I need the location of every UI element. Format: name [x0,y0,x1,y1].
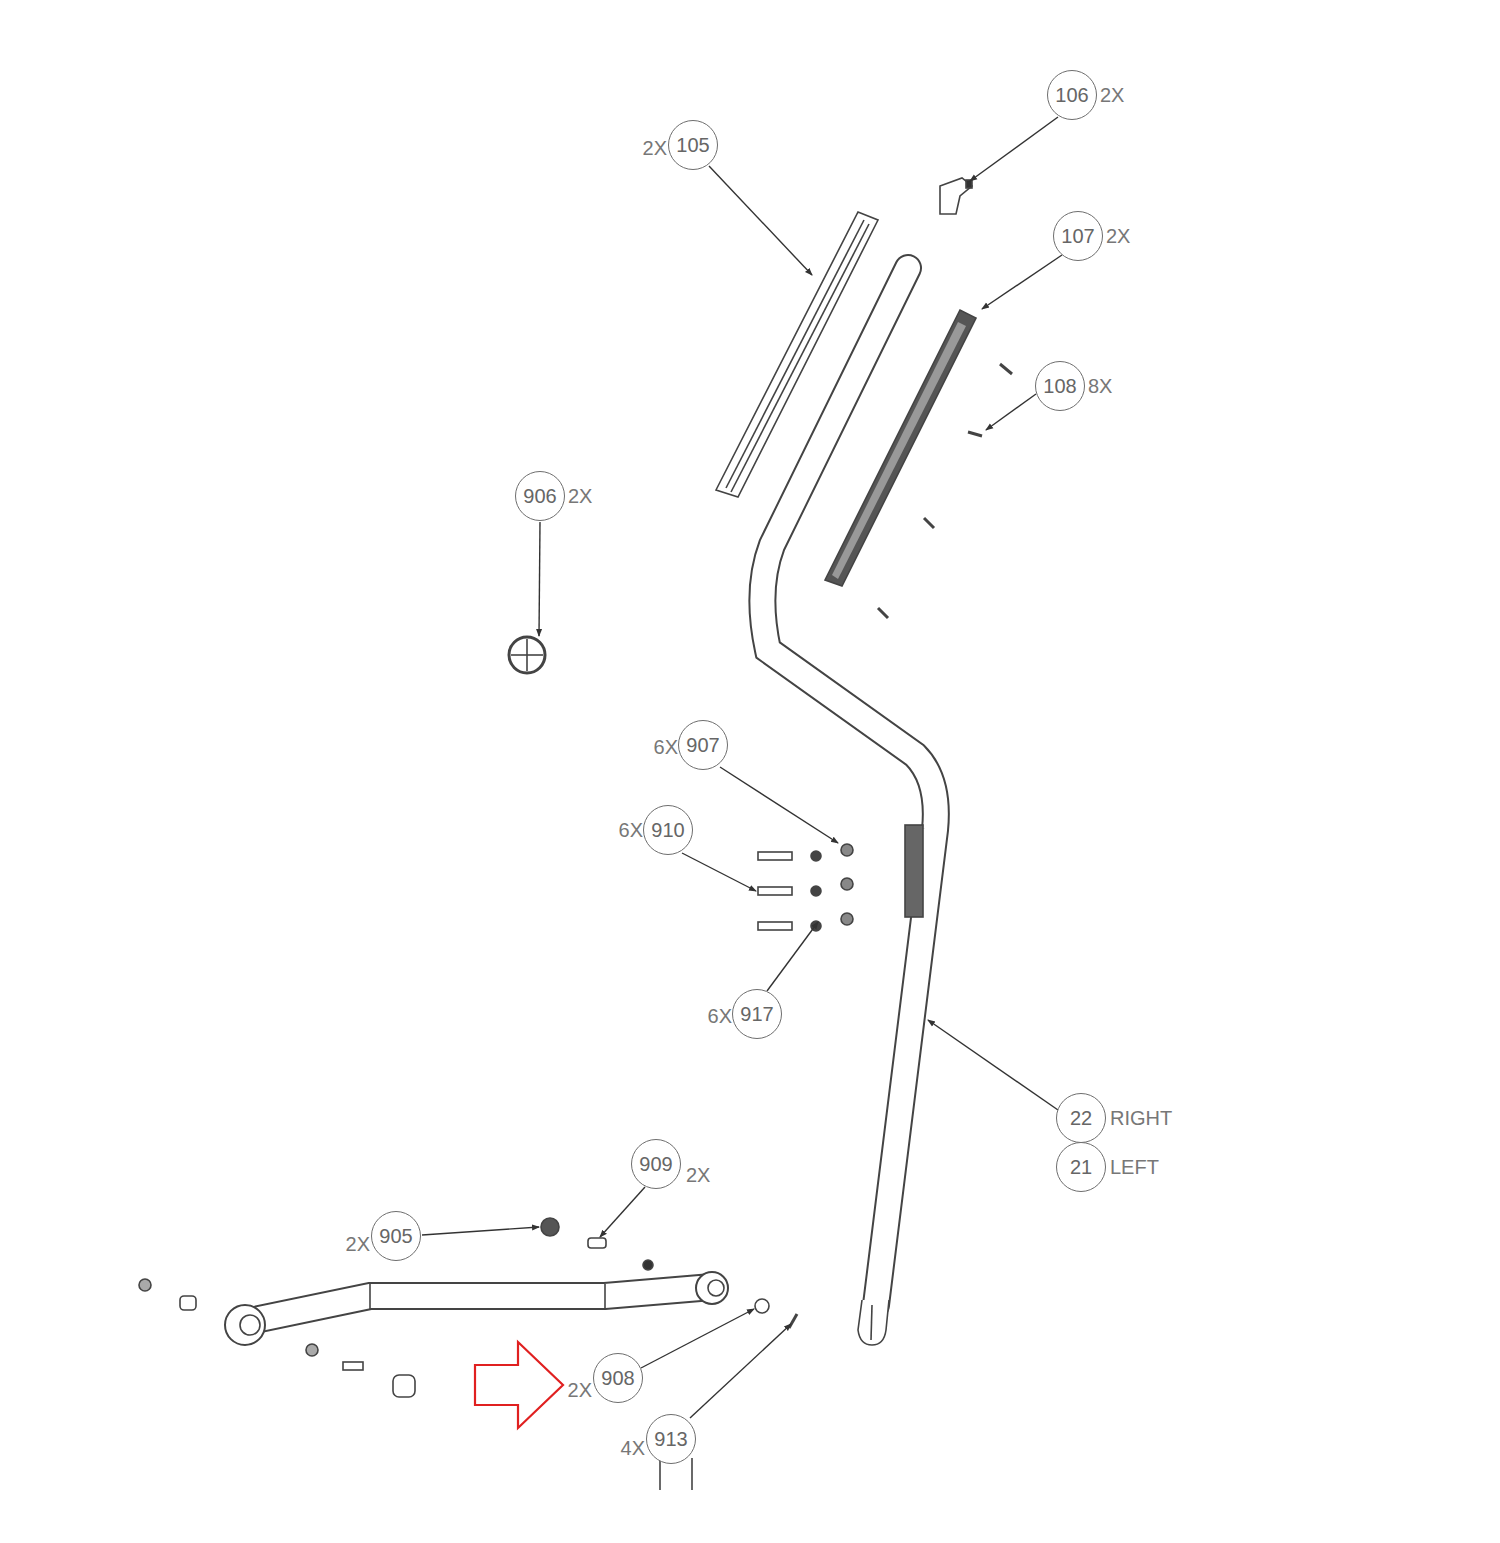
quantity-label: 8X [1088,376,1112,396]
callout-number: 908 [601,1368,634,1388]
callout-number: 106 [1055,85,1088,105]
callout-number: 21 [1070,1157,1092,1177]
callout-circle: 106 [1047,70,1097,120]
callout-circle: 909 [631,1139,681,1189]
callout-circle: 917 [732,989,782,1039]
quantity-label: 2X [346,1234,370,1254]
callout-circle: 21 [1056,1142,1106,1192]
callout-circle: 906 [515,471,565,521]
quantity-label: 2X [1100,85,1124,105]
callout-circle: 105 [668,120,718,170]
quantity-label: LEFT [1110,1157,1159,1177]
quantity-label: 2X [568,486,592,506]
callout-number: 909 [639,1154,672,1174]
quantity-label: 2X [1106,226,1130,246]
quantity-label: 2X [643,138,667,158]
quantity-label: 2X [686,1165,710,1185]
pointer-arrow [475,1342,563,1428]
quantity-label: 2X [568,1380,592,1400]
callout-circle: 913 [646,1414,696,1464]
quantity-label: 6X [654,737,678,757]
callout-number: 913 [654,1429,687,1449]
callout-number: 905 [379,1226,412,1246]
callout-number: 107 [1061,226,1094,246]
callout-circle: 107 [1053,211,1103,261]
callout-circle: 908 [593,1353,643,1403]
callout-number: 105 [676,135,709,155]
callout-circle: 910 [643,805,693,855]
quantity-label: 6X [708,1006,732,1026]
callout-number: 108 [1043,376,1076,396]
callout-number: 906 [523,486,556,506]
quantity-label: 6X [619,820,643,840]
callout-circle: 108 [1035,361,1085,411]
callout-circle: 22 [1056,1093,1106,1143]
callout-number: 910 [651,820,684,840]
quantity-label: RIGHT [1110,1108,1172,1128]
callout-number: 22 [1070,1108,1092,1128]
callout-number: 907 [686,735,719,755]
callout-circle: 905 [371,1211,421,1261]
callout-number: 917 [740,1004,773,1024]
callout-circle: 907 [678,720,728,770]
quantity-label: 4X [621,1438,645,1458]
